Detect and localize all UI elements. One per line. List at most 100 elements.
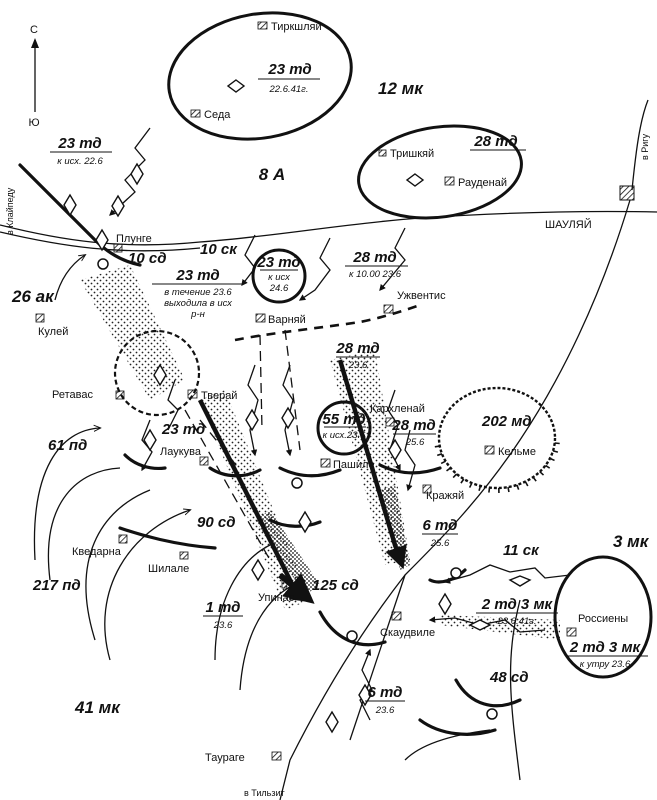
oval-202md: [437, 386, 557, 490]
town-pashile: Пашиле: [333, 459, 375, 471]
town-labels: Тиркшляй Седа Тришкяй Рауденай ШАУЛЯЙ Пл…: [38, 21, 628, 764]
road-label-tilsit: в Тильзит: [244, 788, 285, 798]
arrow-center-b: [282, 364, 294, 457]
front-line-center: [208, 466, 262, 478]
road-shaulyai-taurage: [279, 199, 631, 800]
arrow-big-skaudvile: [337, 359, 407, 570]
arc-61pd: [33, 428, 100, 561]
town-krazhyai: Кражяй: [426, 490, 464, 502]
road-riga: [631, 99, 649, 191]
unit-2td-b: 2 тд 3 мк: [569, 639, 642, 656]
town-seda: Седа: [204, 109, 231, 121]
front-line-krazhyai: [378, 463, 442, 475]
unit-1td-note: 23.6: [213, 620, 233, 631]
town-icon: [255, 313, 266, 323]
unit-6td-bottom-note: 23.6: [375, 705, 395, 716]
defense-tick: [539, 471, 545, 476]
route-dashed-varnyai: [234, 303, 421, 342]
unit-23td-center-note3: р-н: [190, 309, 205, 320]
unit-23td-circle-note1: к исх: [268, 272, 291, 283]
front-line-south: [418, 718, 497, 736]
arrow-28td-mid: [298, 237, 331, 301]
defense-tick: [516, 484, 520, 490]
town-uzhventis: Ужвентис: [397, 290, 446, 302]
roads: [0, 99, 657, 800]
unit-23td-top: 23 тд: [267, 61, 311, 78]
town-icon: [385, 417, 395, 427]
unit-11sk: 11 ск: [503, 542, 540, 559]
town-varnyai: Варняй: [268, 314, 306, 326]
unit-28td-lower: 28 тд: [335, 340, 379, 357]
unit-marker-icon: [450, 567, 462, 579]
unit-marker-icon: [486, 708, 498, 720]
compass-south-label: Ю: [28, 117, 39, 129]
unit-23td-laukuva: 23 тд: [161, 421, 205, 438]
town-icon: [320, 458, 331, 468]
unit-41mk: 41 мк: [74, 698, 121, 717]
arrow-center-a: [247, 364, 259, 457]
town-tverai: Тверай: [201, 390, 237, 402]
compass-arrow-icon: [31, 38, 39, 48]
road-label-riga: в Ригу: [640, 133, 650, 160]
corridor-rossieny: [440, 615, 560, 640]
town-kelme: Кельме: [498, 446, 536, 458]
unit-28td-kark-note: 25.6: [405, 437, 425, 448]
town-kvedarna: Кведарна: [72, 546, 122, 558]
town-tirkshlyai: Тиркшляй: [271, 21, 322, 33]
town-rossieny: Россиены: [578, 613, 628, 625]
town-raudenai: Рауденай: [458, 177, 507, 189]
unit-61pd: 61 пд: [48, 437, 87, 454]
unit-2td-a-note: 23.6.41г.: [496, 616, 536, 627]
unit-10sk: 10 ск: [200, 241, 238, 258]
tverai-pocket: [113, 329, 201, 417]
defense-tick: [468, 482, 473, 488]
unit-28td-mid-note: к 10.00 23.6: [349, 269, 402, 280]
route-dashed-3: [184, 409, 271, 561]
unit-23td-top-date: 22.6.41г.: [268, 84, 308, 95]
oval-23td-assembly: [167, 11, 353, 141]
defense-tick: [478, 485, 482, 491]
tank-icon: [405, 173, 425, 187]
unit-55td-note: к исх.23.6: [323, 430, 367, 441]
route-dashed-1: [259, 334, 263, 431]
defense-tick: [452, 473, 458, 479]
defense-tick: [545, 464, 551, 469]
arrow-23td-varnyai: [241, 234, 256, 287]
enemy-arcs: [33, 255, 491, 761]
compass-north-label: С: [30, 24, 38, 36]
defense-tick: [434, 445, 440, 448]
unit-28td-lower-note: 23.6: [348, 360, 368, 371]
town-kulei: Кулей: [38, 326, 68, 338]
defense-tick: [436, 453, 443, 457]
oval-2td-3mk: [553, 555, 653, 679]
town-icon: [619, 185, 635, 201]
town-icon: [35, 313, 45, 323]
road-skaudvile-east: [349, 574, 406, 741]
front-line-kvedarna: [118, 526, 217, 550]
town-icon: [257, 21, 268, 30]
arrow-2td: [428, 616, 546, 633]
town-taurage: Таураге: [205, 752, 245, 764]
town-laukuva: Лаукува: [160, 446, 202, 458]
town-icon: [422, 484, 432, 494]
unit-23td-left-note: к исх. 22.6: [57, 156, 103, 167]
unit-markers: [97, 258, 498, 720]
front-line-48sd: [454, 678, 522, 708]
arc-217pd-b: [104, 510, 190, 661]
town-shilale: Шилале: [148, 563, 189, 575]
arc-upinas-a: [214, 544, 271, 661]
tank-icon: [143, 428, 157, 452]
arc-26ak: [54, 255, 85, 301]
tank-icon: [325, 710, 339, 734]
town-icon: [271, 751, 282, 761]
unit-55td: 55 тд: [322, 411, 365, 428]
unit-23td-left: 23 тд: [57, 135, 101, 152]
unit-23td-center-note2: выходила в исх: [164, 298, 233, 309]
tank-icon: [63, 193, 77, 217]
arrow-28td-east: [379, 227, 406, 291]
tank-icon: [438, 592, 452, 616]
unit-90sd: 90 сд: [197, 514, 235, 531]
unit-marker-icon: [346, 630, 358, 642]
unit-23td-circle-note2: 24.6: [269, 283, 289, 294]
